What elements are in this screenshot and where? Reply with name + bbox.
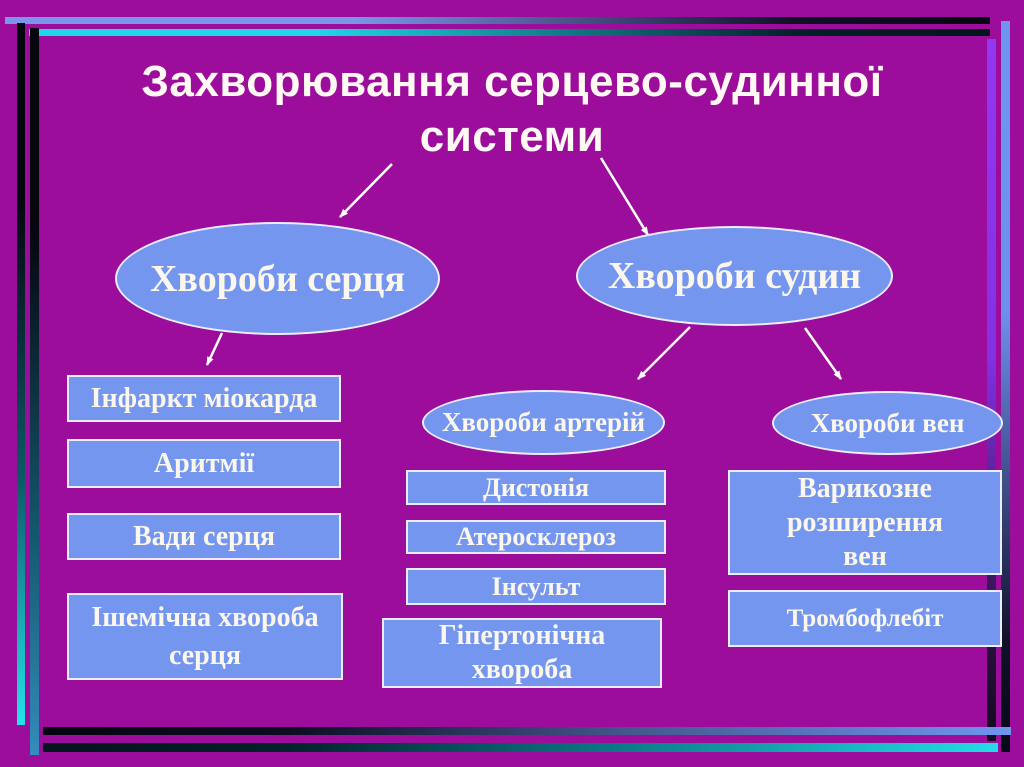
frame-right-blue-bar bbox=[1001, 21, 1010, 752]
node-hypertensive-disease: Гіпертонічна хвороба bbox=[382, 618, 662, 688]
node-label: Ішемічна хвороба серця bbox=[91, 601, 319, 671]
frame-bottom-blue-bar bbox=[43, 727, 1011, 735]
node-varicose-veins: Варикозне розширення вен bbox=[728, 470, 1002, 575]
node-myocardial-infarction: Інфаркт міокарда bbox=[67, 375, 341, 422]
frame-top-cyan-bar bbox=[29, 29, 990, 36]
node-label: Вади серця bbox=[132, 520, 276, 552]
node-heart-diseases: Хвороби серця bbox=[115, 222, 440, 335]
node-stroke: Інсульт bbox=[406, 568, 666, 605]
frame-right-violet-bar bbox=[987, 39, 996, 741]
frame-left-cyan-bar bbox=[17, 23, 25, 725]
node-vessel-diseases: Хвороби судин bbox=[576, 226, 893, 326]
node-vein-diseases: Хвороби вен bbox=[772, 391, 1003, 455]
node-label: Варикозне розширення вен bbox=[786, 472, 943, 572]
node-label: Тромбофлебіт bbox=[786, 604, 944, 632]
node-label: Інсульт bbox=[491, 571, 581, 601]
frame-top-blue-bar bbox=[5, 17, 990, 24]
frame-left-steel-bar bbox=[30, 28, 39, 755]
arrow-title-to-heart bbox=[339, 163, 393, 218]
slide-title: Захворювання серцево-судинної системи bbox=[60, 54, 964, 164]
arrow-vessels-to-veins bbox=[803, 327, 843, 380]
frame-bottom-cyan-bar bbox=[43, 743, 998, 752]
node-label: Аритмії bbox=[153, 447, 255, 479]
node-dystonia: Дистонія bbox=[406, 470, 666, 505]
arrow-vessels-to-arteries bbox=[637, 326, 691, 380]
arrow-heart-to-infarct bbox=[205, 332, 224, 366]
arrow-title-to-vessels bbox=[599, 157, 650, 236]
node-arrhythmias: Аритмії bbox=[67, 439, 341, 488]
node-label: Гіпертонічна хвороба bbox=[438, 620, 606, 685]
node-artery-diseases: Хвороби артерій bbox=[422, 390, 665, 455]
node-label: Дистонія bbox=[482, 472, 590, 502]
node-label: Хвороби серця bbox=[149, 257, 405, 300]
title-line-2: системи bbox=[419, 112, 605, 161]
node-label: Атеросклероз bbox=[456, 522, 616, 551]
node-label: Хвороби судин bbox=[607, 255, 862, 297]
node-label: Хвороби вен bbox=[810, 407, 965, 438]
node-label: Хвороби артерій bbox=[441, 407, 646, 437]
title-line-1: Захворювання серцево-судинної bbox=[141, 57, 883, 106]
node-atherosclerosis: Атеросклероз bbox=[406, 520, 666, 554]
node-thrombophlebitis: Тромбофлебіт bbox=[728, 590, 1002, 647]
node-heart-defects: Вади серця bbox=[67, 513, 341, 560]
node-label: Інфаркт міокарда bbox=[90, 382, 318, 414]
node-ischemic-heart-disease: Ішемічна хвороба серця bbox=[67, 593, 343, 680]
